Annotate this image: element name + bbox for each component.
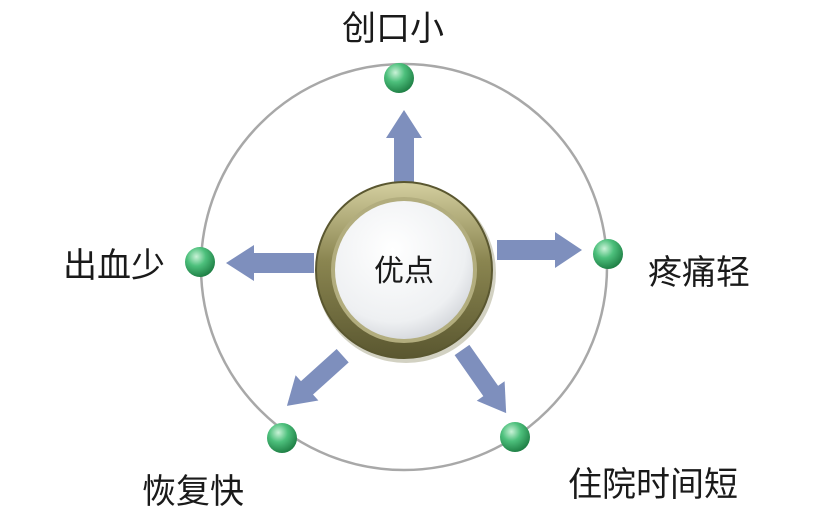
arrow-bottom-right [454, 344, 507, 414]
node-bottom-right [500, 422, 530, 452]
node-right [593, 239, 623, 269]
node-top [384, 63, 414, 93]
arrow-left [226, 245, 314, 281]
arrow-bottom-left [286, 349, 349, 406]
label-bottom-right: 住院时间短 [568, 465, 738, 505]
center-disc [335, 201, 473, 339]
label-left: 出血少 [63, 246, 165, 286]
node-left [185, 247, 215, 277]
label-right: 疼痛轻 [648, 253, 750, 293]
label-top: 创口小 [342, 9, 444, 49]
node-bottom-left [267, 423, 297, 453]
arrow-right [497, 232, 582, 268]
center-label: 优点 [374, 254, 434, 289]
label-bottom-left: 恢复快 [142, 472, 244, 512]
